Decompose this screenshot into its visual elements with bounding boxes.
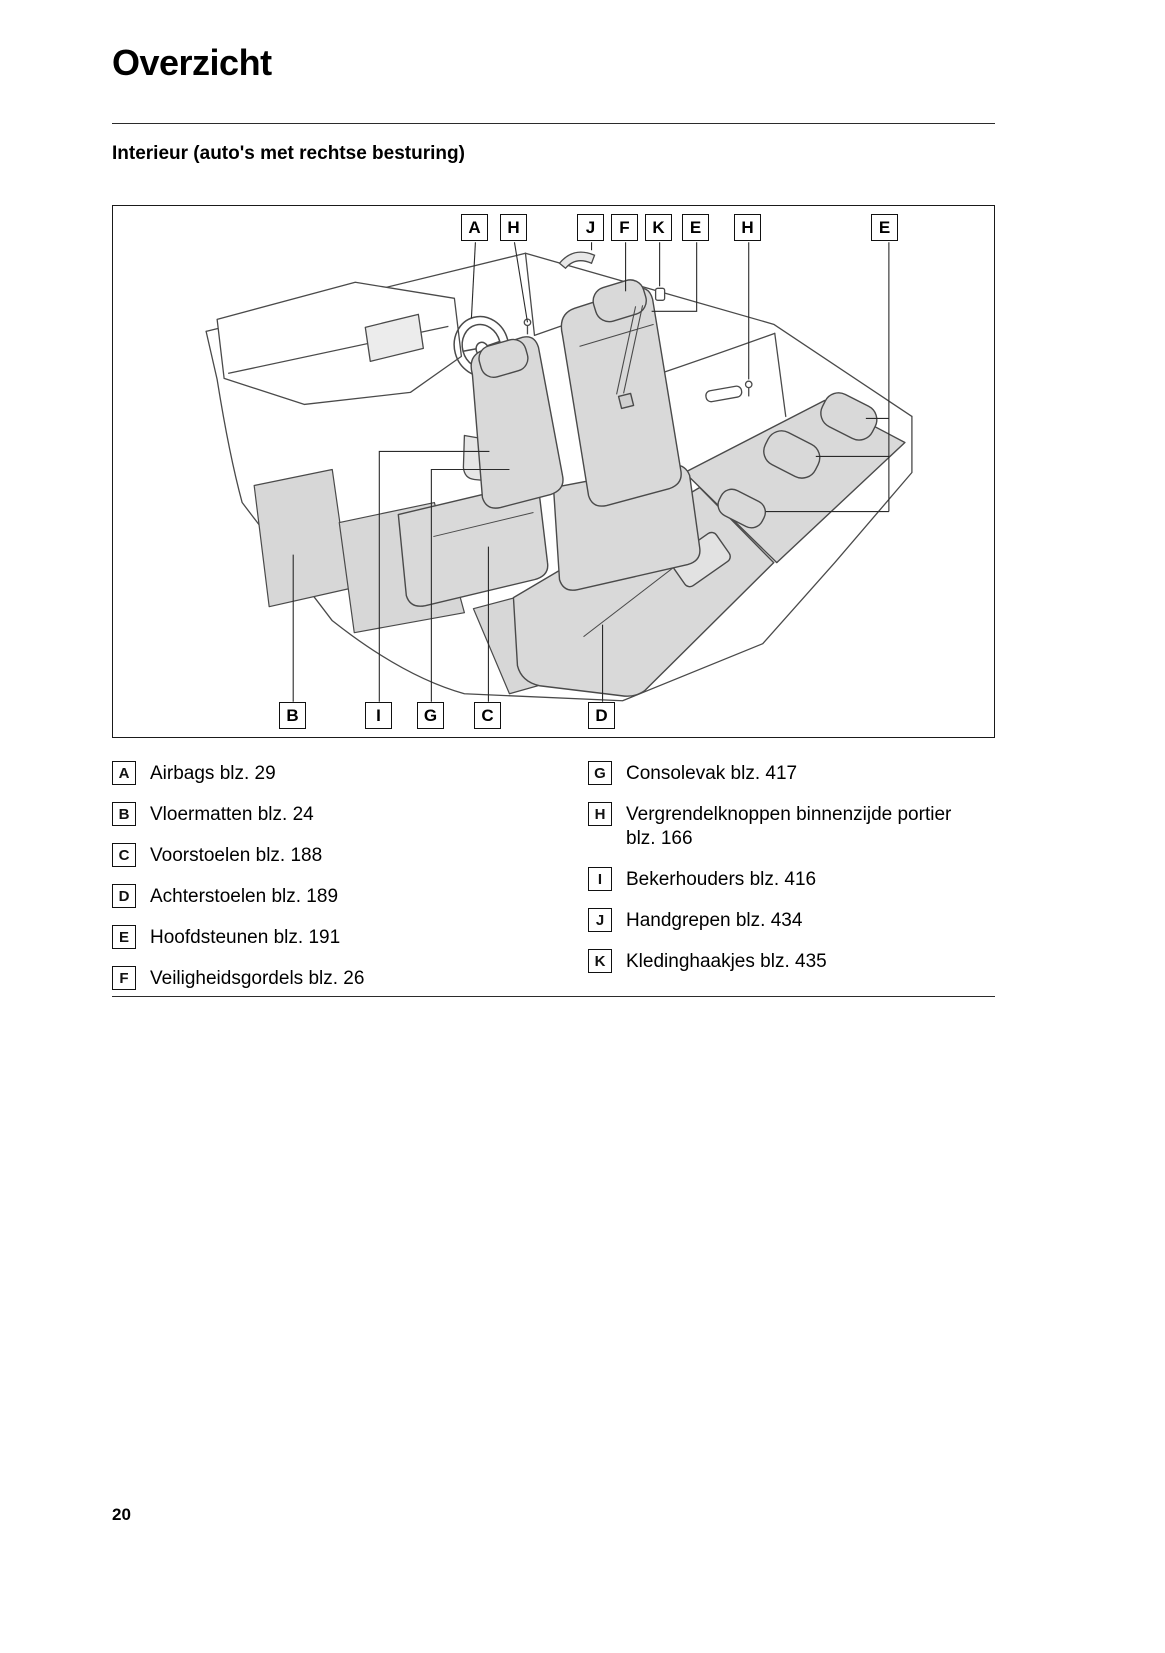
legend-text-door-lock-knobs: Vergrendelknoppen binnenzijde portier bl… — [626, 804, 952, 849]
legend-letter-A: A — [112, 761, 136, 785]
legend-letter-J: J — [588, 908, 612, 932]
legend-letter-D: D — [112, 884, 136, 908]
page-title: Overzicht — [112, 42, 272, 83]
legend-letter-C: C — [112, 843, 136, 867]
section-subtitle: Interieur (auto's met rechtse besturing) — [112, 143, 465, 164]
legend-text-console-box: Consolevak blz. 417 — [626, 763, 798, 784]
legend-text-seat-belts: Veiligheidsgordels blz. 26 — [150, 968, 365, 989]
legend-text-grab-handles: Handgrepen blz. 434 — [626, 910, 803, 931]
legend-item-floor-mats: B Vloermatten blz. 24 — [112, 802, 562, 827]
figure-callout-E-2: E — [871, 214, 898, 241]
legend-column-left: A Airbags blz. 29 B Vloermatten blz. 24 … — [112, 761, 562, 1007]
car-interior-drawing — [205, 242, 913, 702]
legend-text-head-restraints: Hoofdsteunen blz. 191 — [150, 927, 341, 948]
leader-lines — [292, 242, 890, 702]
legend-letter-I: I — [588, 867, 612, 891]
legend-text-rear-seats: Achterstoelen blz. 189 — [150, 886, 339, 907]
interior-figure: A H J F K E H E B I G C D — [112, 205, 995, 738]
coat-hook — [654, 287, 666, 301]
figure-callout-H-1: H — [500, 214, 527, 241]
legend-letter-E: E — [112, 925, 136, 949]
rear-door-handle — [705, 385, 743, 403]
legend-letter-H: H — [588, 802, 612, 826]
legend-item-seat-belts: F Veiligheidsgordels blz. 26 — [112, 966, 562, 991]
legend-item-coat-hooks: K Kledinghaakjes blz. 435 — [588, 949, 960, 974]
legend-letter-K: K — [588, 949, 612, 973]
driver-seat — [552, 279, 701, 591]
legend-item-front-seats: C Voorstoelen blz. 188 — [112, 843, 562, 868]
legend-text-coat-hooks: Kledinghaakjes blz. 435 — [626, 951, 827, 972]
figure-callout-J: J — [577, 214, 604, 241]
figure-callout-F: F — [611, 214, 638, 241]
legend-item-head-restraints: E Hoofdsteunen blz. 191 — [112, 925, 562, 950]
figure-callout-E-1: E — [682, 214, 709, 241]
legend-text-front-seats: Voorstoelen blz. 188 — [150, 845, 323, 866]
legend-item-door-lock-knobs: H Vergrendelknoppen binnenzijde portier … — [588, 802, 960, 851]
rear-door-lock-knob — [744, 380, 753, 389]
top-divider — [112, 123, 995, 124]
figure-callout-G: G — [417, 702, 444, 729]
legend-letter-B: B — [112, 802, 136, 826]
figure-callout-B: B — [279, 702, 306, 729]
legend-text-floor-mats: Vloermatten blz. 24 — [150, 804, 314, 825]
legend-item-console-box: G Consolevak blz. 417 — [588, 761, 960, 786]
rear-seat — [512, 392, 906, 697]
legend-text-cup-holders: Bekerhouders blz. 416 — [626, 869, 817, 890]
figure-callout-H-2: H — [734, 214, 761, 241]
grab-handle — [558, 251, 596, 270]
legend-item-airbags: A Airbags blz. 29 — [112, 761, 562, 786]
page-number: 20 — [112, 1505, 131, 1524]
legend-column-right: G Consolevak blz. 417 H Vergrendelknoppe… — [588, 761, 960, 990]
figure-callout-I: I — [365, 702, 392, 729]
legend-item-grab-handles: J Handgrepen blz. 434 — [588, 908, 960, 933]
legend-item-cup-holders: I Bekerhouders blz. 416 — [588, 867, 960, 892]
legend-text-airbags: Airbags blz. 29 — [150, 763, 276, 784]
legend-item-rear-seats: D Achterstoelen blz. 189 — [112, 884, 562, 909]
front-seat — [397, 336, 564, 607]
legend-letter-F: F — [112, 966, 136, 990]
figure-callout-D: D — [588, 702, 615, 729]
seatbelt — [616, 305, 644, 395]
figure-callout-C: C — [474, 702, 501, 729]
legend-letter-G: G — [588, 761, 612, 785]
figure-callout-K: K — [645, 214, 672, 241]
figure-callout-A: A — [461, 214, 488, 241]
bottom-divider — [112, 996, 995, 997]
